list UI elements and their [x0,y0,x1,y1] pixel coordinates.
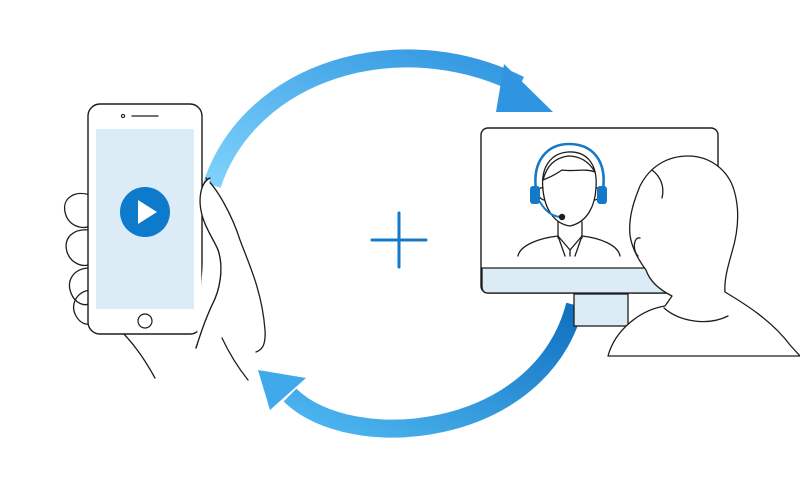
thumb-icon [195,177,222,349]
support-agent-icon [517,151,621,257]
play-icon [120,187,170,237]
headset-icon [530,142,607,221]
hand-icon [205,177,266,353]
person-back-icon [607,155,800,357]
top-arrow-icon [203,49,553,188]
bottom-arrow-icon [258,302,584,438]
plus-icon [370,211,428,269]
smartphone-icon [87,103,203,335]
